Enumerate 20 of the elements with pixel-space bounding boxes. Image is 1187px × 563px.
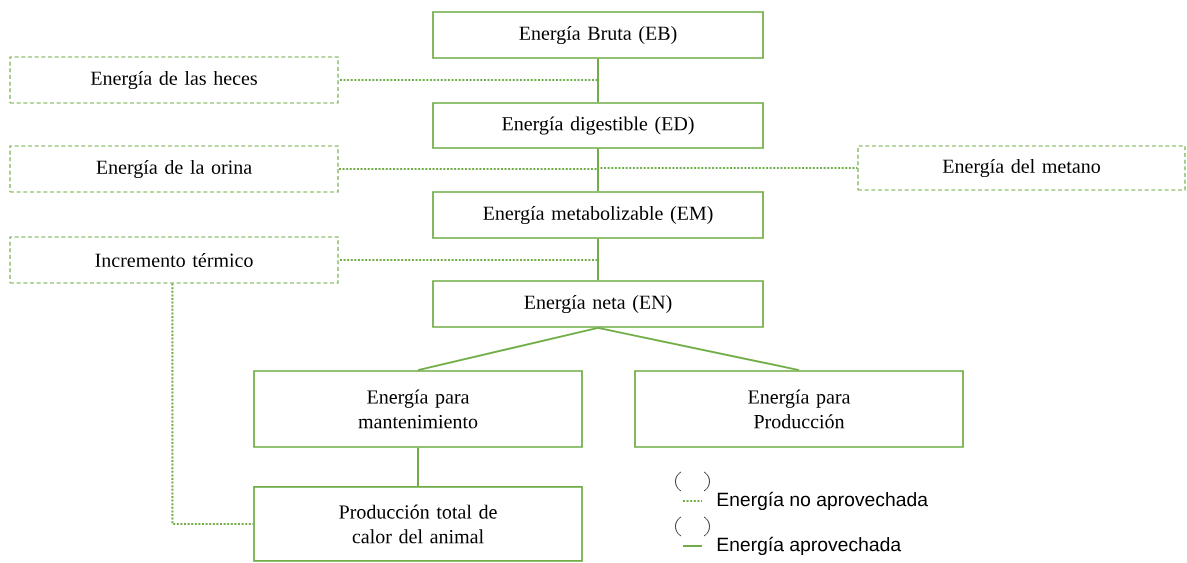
connector-line [597, 147, 599, 193]
connector-line [417, 446, 419, 488]
dashed-box: Energía del metano [857, 145, 1186, 191]
connector-line [417, 326, 599, 372]
connector-line [597, 326, 800, 372]
process-box: Energía digestible (ED) [432, 102, 764, 149]
dashed-box: Energía de las heces [9, 56, 339, 104]
dotted-connector [171, 282, 255, 525]
connector-line [597, 237, 599, 282]
legend-text: Energía aprovechada [717, 536, 902, 556]
process-box: Energía neta (EN) [432, 280, 764, 328]
dashed-box: Energía de la orina [9, 145, 339, 193]
dashed-box: Incremento térmico [9, 236, 339, 284]
process-box: Energía para mantenimiento [253, 370, 583, 448]
process-box: Energía para Producción [634, 370, 964, 448]
legend-text: Energía no aprovechada [717, 491, 928, 511]
process-box: Energía Bruta (EB) [432, 11, 764, 59]
process-box: Energía metabolizable (EM) [432, 191, 764, 239]
connector-line [597, 57, 599, 104]
process-box: Producción total de calor del animal [253, 486, 583, 562]
